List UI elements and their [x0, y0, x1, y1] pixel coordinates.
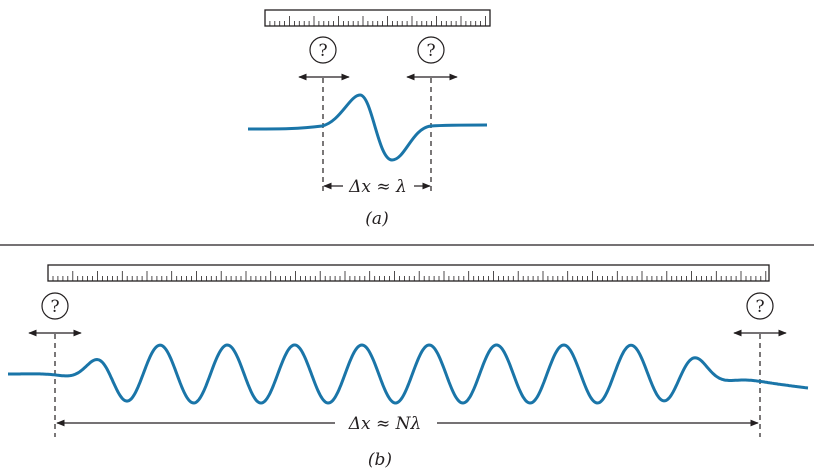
- measure-label-a: Δx ≈ λ: [348, 177, 407, 197]
- question-left-b: ?: [50, 297, 59, 317]
- caption-b: (b): [368, 450, 392, 470]
- ruler-a-ticks: [269, 16, 486, 26]
- question-right-b: ?: [755, 297, 764, 317]
- ruler-b: [47, 264, 770, 282]
- ruler-b-ticks: [52, 271, 767, 281]
- panel-a: ? ? Δx ≈ λ (a): [247, 9, 491, 229]
- caption-a: (a): [365, 209, 388, 229]
- question-mark-circle-icon: ?: [417, 36, 445, 64]
- question-mark-circle-icon: ?: [41, 292, 69, 320]
- question-mark-circle-icon: ?: [309, 36, 337, 64]
- wave-packet-b: [8, 343, 809, 405]
- measure-label-b: Δx ≈ Nλ: [348, 414, 422, 434]
- panel-b: ? ? Δx ≈ Nλ (b): [8, 264, 809, 470]
- question-right-a: ?: [426, 41, 435, 61]
- question-left-a: ?: [318, 41, 327, 61]
- question-mark-circle-icon: ?: [746, 292, 774, 320]
- wave-pulse-a: [247, 93, 488, 162]
